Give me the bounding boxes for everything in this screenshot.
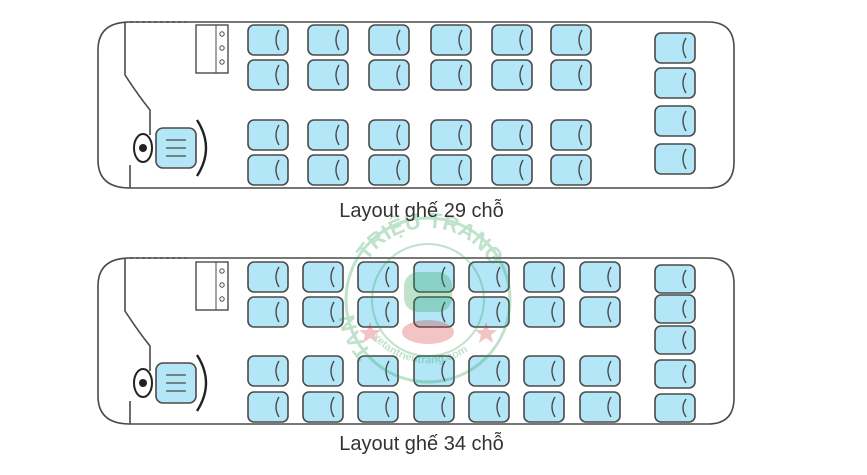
passenger-seat <box>654 393 696 423</box>
passenger-seat <box>468 296 510 328</box>
passenger-seat <box>357 261 399 293</box>
watermark-inner-ring <box>371 243 485 357</box>
passenger-seat <box>413 296 455 328</box>
driver-seat <box>155 127 197 169</box>
passenger-seat <box>523 296 565 328</box>
passenger-seat <box>491 119 533 151</box>
watermark-star-icon <box>359 322 381 343</box>
passenger-seats-34 <box>247 261 696 423</box>
passenger-seat <box>368 154 410 186</box>
bus-body <box>97 21 735 189</box>
bus-front-door-line <box>124 258 151 371</box>
passenger-seat <box>523 391 565 423</box>
passenger-seat <box>247 24 289 56</box>
luggage-rack-dot <box>219 282 225 288</box>
watermark-star-icon <box>475 322 497 343</box>
passenger-seat <box>307 59 349 91</box>
passenger-seat <box>247 355 289 387</box>
driver-cabin-curve <box>195 354 208 412</box>
passenger-seat <box>579 355 621 387</box>
passenger-seat <box>413 261 455 293</box>
passenger-seat <box>307 154 349 186</box>
luggage-rack-dot <box>219 296 225 302</box>
steering-wheel-hub <box>139 379 147 387</box>
passenger-seat <box>550 154 592 186</box>
watermark-outer-ring <box>344 216 512 384</box>
passenger-seat <box>654 325 696 355</box>
passenger-seat <box>247 296 289 328</box>
passenger-seat <box>523 261 565 293</box>
passenger-seat <box>654 143 696 175</box>
driver-seat <box>155 362 197 404</box>
luggage-rack-dot <box>219 45 225 51</box>
passenger-seat <box>523 355 565 387</box>
layout-34-caption: Layout ghế 34 chỗ <box>339 433 504 455</box>
luggage-rack <box>195 24 229 74</box>
bus-body <box>97 257 735 425</box>
passenger-seat <box>579 296 621 328</box>
passenger-seat <box>654 67 696 99</box>
passenger-seat <box>430 119 472 151</box>
passenger-seat <box>247 391 289 423</box>
passenger-seat <box>357 355 399 387</box>
driver-seat-icon <box>155 362 197 404</box>
passenger-seat <box>302 296 344 328</box>
driver-seat-icon <box>155 127 197 169</box>
bus-29-seat-layout <box>97 21 735 189</box>
passenger-seat <box>307 119 349 151</box>
passenger-seat <box>491 154 533 186</box>
passenger-seat <box>491 24 533 56</box>
passenger-seat <box>368 59 410 91</box>
passenger-seat <box>357 296 399 328</box>
passenger-seat <box>247 261 289 293</box>
layout-29-caption: Layout ghế 29 chỗ <box>339 200 504 222</box>
passenger-seat <box>307 24 349 56</box>
passenger-seat <box>413 391 455 423</box>
bus-front-door-line <box>124 22 151 135</box>
passenger-seat <box>413 355 455 387</box>
luggage-rack-dot <box>219 31 225 37</box>
passenger-seat <box>491 59 533 91</box>
passenger-seat <box>430 154 472 186</box>
passenger-seats-29 <box>247 24 696 186</box>
passenger-seat <box>302 355 344 387</box>
passenger-seat <box>468 355 510 387</box>
passenger-seat <box>550 24 592 56</box>
luggage-rack-dot <box>219 268 225 274</box>
passenger-seat <box>654 105 696 137</box>
watermark-bus-icon <box>402 320 454 344</box>
passenger-seat <box>579 391 621 423</box>
passenger-seat <box>468 261 510 293</box>
passenger-seat <box>247 59 289 91</box>
passenger-seat <box>368 119 410 151</box>
passenger-seat <box>247 119 289 151</box>
passenger-seat <box>468 391 510 423</box>
passenger-seat <box>247 154 289 186</box>
passenger-seat <box>579 261 621 293</box>
driver-cabin-curve <box>195 119 208 177</box>
passenger-seat <box>550 119 592 151</box>
passenger-seat <box>430 24 472 56</box>
passenger-seat <box>368 24 410 56</box>
passenger-seat <box>357 391 399 423</box>
steering-wheel-hub <box>139 144 147 152</box>
passenger-seat <box>654 264 696 294</box>
watermark-emblem-icon <box>404 272 452 312</box>
luggage-rack <box>195 261 229 311</box>
luggage-rack-dot <box>219 59 225 65</box>
passenger-seat <box>654 294 696 324</box>
passenger-seat <box>654 359 696 389</box>
bus-34-seat-layout <box>97 257 735 425</box>
passenger-seat <box>302 391 344 423</box>
passenger-seat <box>654 32 696 64</box>
passenger-seat <box>430 59 472 91</box>
passenger-seat <box>550 59 592 91</box>
passenger-seat <box>302 261 344 293</box>
